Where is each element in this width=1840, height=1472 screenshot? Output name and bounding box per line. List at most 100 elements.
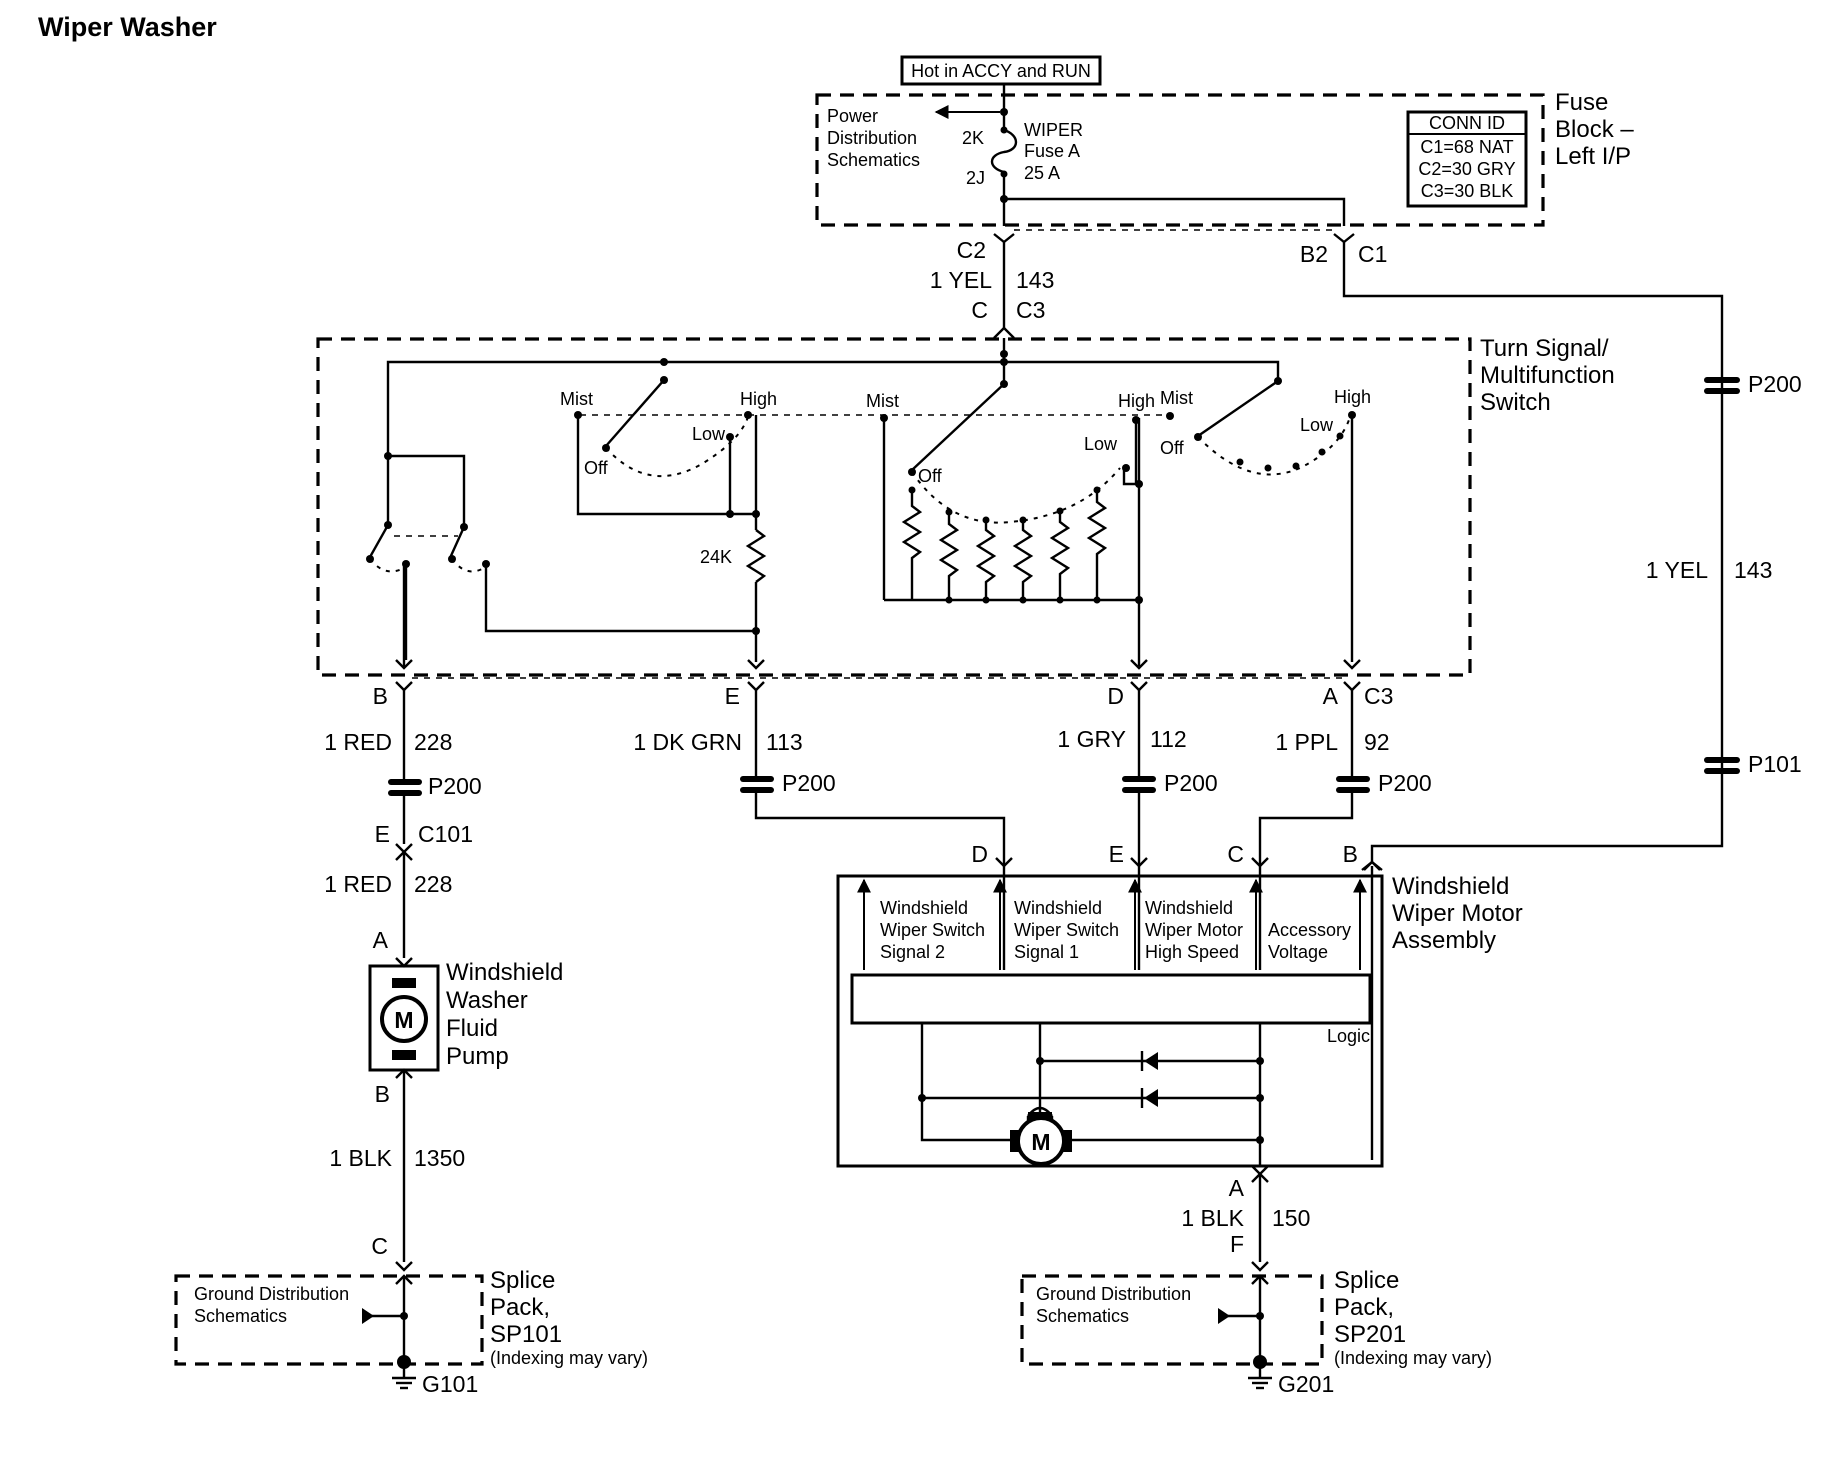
out-d-pin: D: [1107, 683, 1124, 709]
sp201-name-2: Pack,: [1334, 1294, 1394, 1321]
right-high-label: High: [1334, 387, 1371, 407]
sp201-name-1: Splice: [1334, 1267, 1399, 1294]
sp201-ground-dist-2: Schematics: [1036, 1306, 1129, 1326]
pump-name-4: Pump: [446, 1043, 509, 1070]
sp201-note: (Indexing may vary): [1334, 1348, 1492, 1368]
sp101-name-2: Pack,: [490, 1294, 550, 1321]
fuse-block-name-1: Fuse: [1555, 89, 1608, 116]
out-a-conn: C3: [1364, 683, 1393, 709]
top-wire-color: 1 YEL: [930, 267, 992, 293]
out-a-inline: P200: [1378, 770, 1432, 796]
ground-symbol-g101: [392, 1376, 416, 1390]
diode-2: [1144, 1089, 1158, 1107]
hot-label: Hot in ACCY and RUN: [911, 61, 1091, 81]
out-e-circuit: 113: [766, 729, 803, 755]
washer-pin-a: A: [373, 927, 389, 953]
out-b-circuit: 228: [414, 729, 452, 755]
cell-2-line2: Wiper Switch: [1014, 920, 1119, 940]
cell-1-line2: Wiper Switch: [880, 920, 985, 940]
fuse-symbol: [990, 128, 1018, 174]
resistor-label: 24K: [700, 547, 732, 567]
cell-2-line1: Windshield: [1014, 898, 1102, 918]
hot-label-box: [900, 55, 1102, 86]
cell-3-line3: High Speed: [1145, 942, 1239, 962]
pump-name-2: Washer: [446, 987, 528, 1014]
ground-symbol-g201: [1248, 1376, 1272, 1390]
right-p200-label: P200: [1748, 371, 1802, 397]
cell-1-line1: Windshield: [880, 898, 968, 918]
motor-ground-color: 1 BLK: [1181, 1205, 1244, 1231]
washer-wire-color: 1 RED: [324, 871, 392, 897]
fuse-block-name-3: Left I/P: [1555, 143, 1631, 170]
motor-ground-circuit: 150: [1272, 1205, 1310, 1231]
fuse-label-line1: WIPER: [1024, 120, 1083, 140]
out-e-color: 1 DK GRN: [633, 729, 742, 755]
mid-low-label: Low: [1084, 434, 1118, 454]
out-a-circuit: 92: [1364, 729, 1390, 755]
fuse-label-line3: 25 A: [1024, 163, 1060, 183]
g201-label: G201: [1278, 1371, 1334, 1397]
conn-id-row-1: C1=68 NAT: [1420, 137, 1513, 157]
sp201-outline: [1020, 1274, 1324, 1366]
motor-assembly-outline: [836, 874, 1384, 1168]
conn-id-row-2: C2=30 GRY: [1418, 159, 1515, 179]
fuse-block: Hot in ACCY and RUN Power Distribution S…: [815, 55, 1634, 227]
pump-name-1: Windshield: [446, 959, 563, 986]
cell-2-line3: Signal 1: [1014, 942, 1079, 962]
fuse-label-line2: Fuse A: [1024, 141, 1080, 161]
washer-pump-branch: E C101 1 RED 228 A M Windshield Washer F…: [324, 796, 563, 1272]
cell-1-line3: Signal 2: [880, 942, 945, 962]
speed-resistors: [901, 486, 1108, 604]
right-yel-wire: P200 1 YEL 143 P101: [1342, 242, 1802, 871]
resistor-24k: [745, 529, 767, 583]
cell-4-line1: Accessory: [1268, 920, 1351, 940]
fuse-pin-bottom: 2J: [966, 168, 985, 188]
splice-pack-sp201: Ground Distribution Schematics Splice Pa…: [1020, 1267, 1492, 1397]
washer-wire-circuit: 228: [414, 871, 452, 897]
mid-mist-label: Mist: [866, 391, 899, 411]
top-wire-circuit: 143: [1016, 267, 1054, 293]
top-c-label: C: [971, 297, 988, 323]
sp201-name-3: SP201: [1334, 1321, 1406, 1348]
right-off-label: Off: [1160, 438, 1185, 458]
sp101-name-1: Splice: [490, 1267, 555, 1294]
out-d-inline: P200: [1164, 770, 1218, 796]
fuse-block-name-2: Block –: [1555, 116, 1634, 143]
motor-pin-e: E: [1109, 841, 1124, 867]
fuse-block-outline: [815, 93, 1545, 227]
cell-4-line2: Voltage: [1268, 942, 1328, 962]
washer-motor-icon: [380, 995, 428, 1043]
switch-outline: [316, 337, 1472, 677]
motor-pin-c: C: [1227, 841, 1244, 867]
multifunction-switch: Turn Signal/ Multifunction Switch: [316, 335, 1615, 677]
power-distribution-line3: Schematics: [827, 150, 920, 170]
motor-pin-f: F: [1230, 1231, 1244, 1257]
splice-pack-sp101: Ground Distribution Schematics Splice Pa…: [174, 1267, 648, 1397]
motor-assembly-name-2: Wiper Motor: [1392, 900, 1523, 927]
wiper-motor-assembly: D E C B Windshield Wiper Switch Signal 2…: [836, 841, 1523, 1272]
left-low-label: Low: [692, 424, 726, 444]
logic-block: [850, 973, 1372, 1025]
sp101-note: (Indexing may vary): [490, 1348, 648, 1368]
out-b-inline: P200: [428, 773, 482, 799]
power-distribution-line2: Distribution: [827, 128, 917, 148]
logic-label: Logic: [1327, 1026, 1370, 1046]
out-b-color: 1 RED: [324, 729, 392, 755]
switch-output-connector: B 1 RED 228 P200 E 1 DK GRN 113 P200 D 1…: [324, 677, 1432, 866]
fuse-pin-top: 2K: [962, 128, 984, 148]
right-mist-label: Mist: [1160, 388, 1193, 408]
sp201-ground-dist-1: Ground Distribution: [1036, 1284, 1191, 1304]
switch-name-2: Multifunction: [1480, 362, 1615, 389]
motor-assembly-name-3: Assembly: [1392, 927, 1496, 954]
g101-label: G101: [422, 1371, 478, 1397]
conn-id-box: [1406, 110, 1528, 208]
washer-c101: C101: [418, 821, 473, 847]
right-p101-label: P101: [1748, 751, 1802, 777]
cell-3-line2: Wiper Motor: [1145, 920, 1243, 940]
washer-motor-symbol: M: [394, 1007, 413, 1033]
cell-3-line1: Windshield: [1145, 898, 1233, 918]
motor-pin-d: D: [971, 841, 988, 867]
right-wire-circuit: 143: [1734, 557, 1772, 583]
top-c3-label: C3: [1016, 297, 1045, 323]
